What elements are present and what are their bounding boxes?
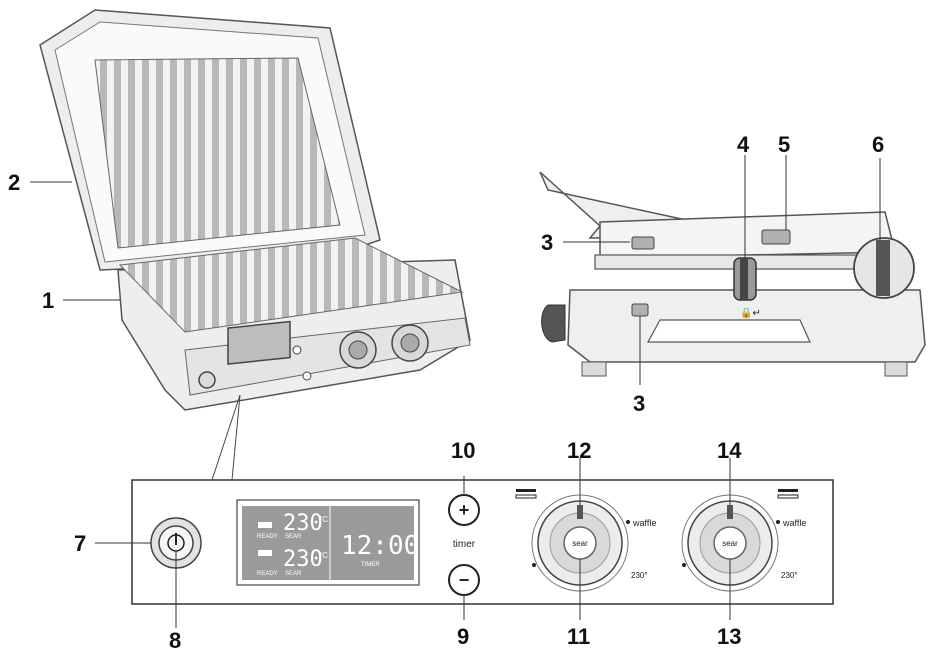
grill-side-view: 🔒↵ [539, 171, 926, 377]
lower-temp: 230 [283, 547, 323, 572]
callout-12: 12 [567, 438, 591, 463]
lower-plate-icon [258, 550, 272, 556]
callout-10: 10 [451, 438, 475, 463]
sear-label-lower: SEAR [285, 571, 302, 577]
callout-numbers: 2 1 3 3 4 5 6 7 8 9 10 11 12 13 14 [8, 132, 884, 653]
minus-icon: − [459, 570, 470, 590]
dial-right-pointer [727, 505, 733, 519]
timer-clock: 12:00 [341, 531, 419, 561]
callout-1: 1 [42, 288, 54, 313]
dial-right-center-label: sear [722, 539, 738, 548]
timer-label: timer [453, 539, 476, 550]
callout-8: 8 [169, 628, 181, 653]
lower-temp-unit: °C [319, 551, 328, 560]
timer-caption: TIMER [361, 562, 380, 568]
lcd-display: READY SEAR 230 °C READY SEAR 230 °C 12:0… [236, 499, 420, 586]
dial-left-pointer [577, 505, 583, 519]
callout-7: 7 [74, 531, 86, 556]
control-panel: READY SEAR 230 °C READY SEAR 230 °C 12:0… [131, 479, 834, 605]
dial-left-waffle-label: waffle [632, 518, 656, 528]
callout-3-lower: 3 [633, 391, 645, 416]
timer-minus-button[interactable]: − [448, 564, 480, 596]
callout-leaders [30, 155, 881, 628]
timer-plus-button[interactable]: + [448, 494, 480, 526]
upper-plate-icon [258, 522, 272, 528]
dial-left-center-label: sear [572, 539, 588, 548]
callout-14: 14 [717, 438, 742, 463]
dial-right-waffle-label: waffle [782, 518, 806, 528]
callout-2: 2 [8, 170, 20, 195]
upper-temp-unit: °C [319, 515, 328, 524]
callout-6: 6 [872, 132, 884, 157]
grill-perspective-view [39, 9, 471, 481]
dial-right-max-label: 230° [781, 571, 798, 580]
callout-11: 11 [567, 624, 590, 649]
upper-plate-indicator-icon [516, 489, 536, 492]
ready-label-lower: READY [257, 571, 278, 577]
callout-9: 9 [457, 624, 469, 649]
dial-left-max-label: 230° [631, 571, 648, 580]
upper-temp: 230 [283, 511, 323, 536]
dial-right[interactable]: sear waffle 230° [681, 489, 806, 592]
plus-icon: + [459, 500, 470, 520]
lower-plate-indicator-icon [778, 489, 798, 492]
callout-3-upper: 3 [541, 230, 553, 255]
ready-label-upper: READY [257, 534, 278, 540]
sear-label-upper: SEAR [285, 534, 302, 540]
callout-5: 5 [778, 132, 790, 157]
callout-4: 4 [737, 132, 750, 157]
lock-symbol: 🔒↵ [740, 307, 761, 319]
callout-13: 13 [717, 624, 741, 649]
